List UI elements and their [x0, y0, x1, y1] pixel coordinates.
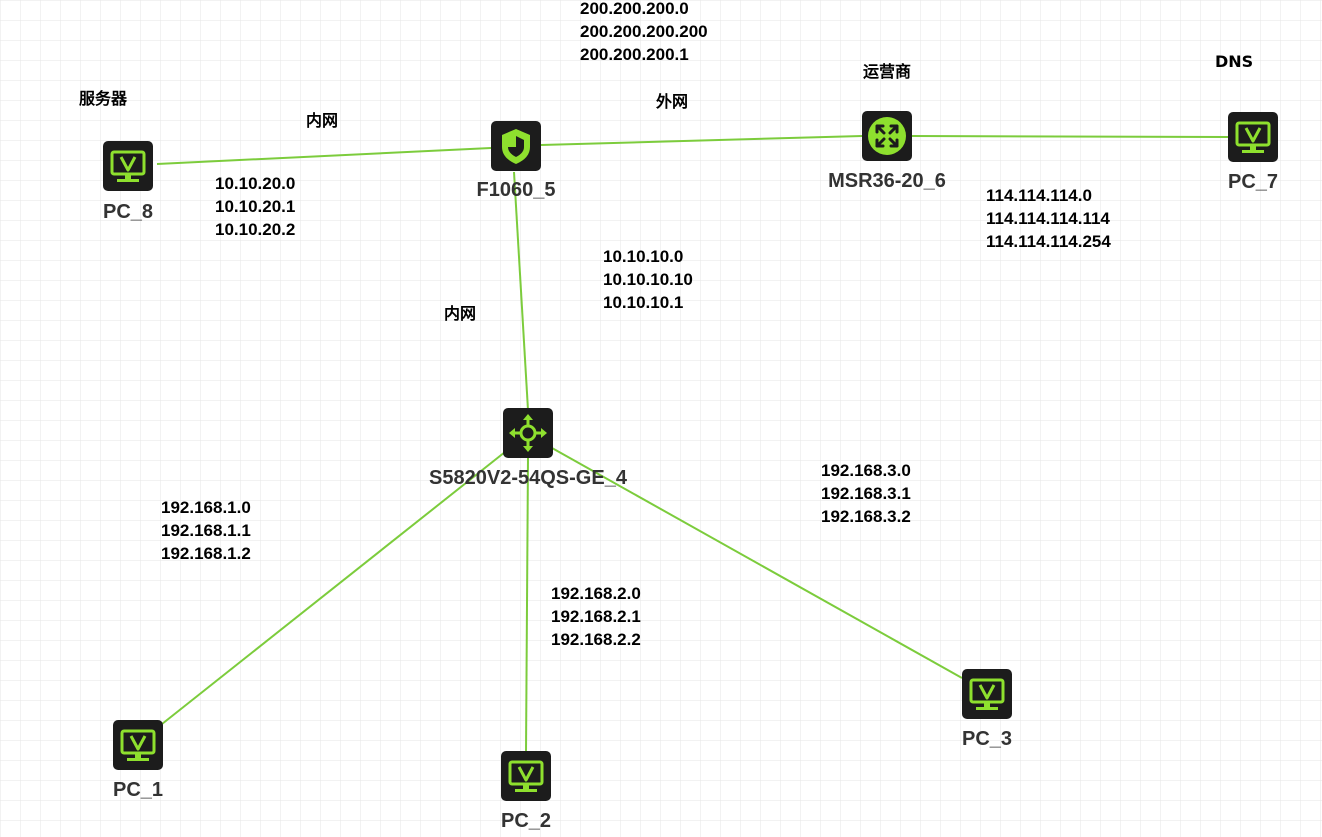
switch-arrows-icon: [509, 414, 547, 452]
ip-group-server-net: 10.10.20.0 10.10.20.1 10.10.20.2: [215, 174, 295, 239]
ip-vlan1-host: 192.168.1.2: [161, 544, 251, 563]
ip-vlan2-host: 192.168.2.2: [551, 630, 641, 649]
monitor-icon: [969, 678, 1005, 710]
device-pc1[interactable]: PC_1: [113, 720, 163, 801]
ip-group-vlan3: 192.168.3.0 192.168.3.1 192.168.3.2: [821, 461, 911, 526]
ip-server-gateway: 10.10.20.1: [215, 197, 295, 216]
device-pc2-label: PC_2: [501, 810, 551, 832]
ip-vlan3-network: 192.168.3.0: [821, 461, 911, 480]
device-router[interactable]: MSR36-20_6: [828, 111, 946, 192]
note-server: 服务器: [79, 89, 128, 108]
links-layer: [156, 135, 1229, 753]
ip-wan-host: 200.200.200.200: [580, 22, 708, 41]
ip-vlan2-gateway: 192.168.2.1: [551, 607, 641, 626]
ip-server-network: 10.10.20.0: [215, 174, 295, 193]
ip-core-network: 10.10.10.0: [603, 247, 683, 266]
device-pc8[interactable]: PC_8: [103, 141, 153, 223]
device-pc7-label: PC_7: [1228, 171, 1278, 193]
ip-vlan3-host: 192.168.3.2: [821, 507, 911, 526]
labels-layer: 服务器 内网 外网 运营商 DNS 内网 200.200.200.0 200.2…: [79, 0, 1253, 649]
note-dns: DNS: [1215, 52, 1253, 71]
monitor-icon: [1235, 121, 1271, 153]
ip-vlan1-gateway: 192.168.1.1: [161, 521, 251, 540]
link-switch-pc1[interactable]: [161, 451, 506, 725]
ip-group-core-net: 10.10.10.0 10.10.10.10 10.10.10.1: [603, 247, 693, 312]
note-intranet-top: 内网: [306, 111, 338, 130]
monitor-icon: [508, 760, 544, 792]
device-switch-label: S5820V2-54QS-GE_4: [429, 467, 628, 489]
ip-group-vlan2: 192.168.2.0 192.168.2.1 192.168.2.2: [551, 584, 641, 649]
device-firewall[interactable]: F1060_5: [477, 121, 556, 201]
ip-core-switch: 10.10.10.10: [603, 270, 693, 289]
monitor-icon: [110, 150, 146, 182]
device-pc3-label: PC_3: [962, 728, 1012, 750]
shield-icon: [502, 129, 530, 164]
monitor-icon: [120, 729, 156, 761]
device-pc1-label: PC_1: [113, 779, 163, 801]
link-switch-pc2[interactable]: [525, 456, 529, 753]
ip-dns-gateway: 114.114.114.254: [986, 232, 1111, 251]
device-pc3[interactable]: PC_3: [962, 669, 1012, 750]
note-isp: 运营商: [863, 62, 911, 81]
ip-core-firewall: 10.10.10.1: [603, 293, 683, 312]
ip-group-wan: 200.200.200.0 200.200.200.200 200.200.20…: [580, 0, 708, 64]
link-router-pc7[interactable]: [911, 135, 1229, 138]
router-arrows-icon: [868, 117, 906, 155]
ip-wan-gateway: 200.200.200.1: [580, 45, 689, 64]
link-firewall-switch[interactable]: [513, 171, 529, 411]
note-intranet-mid: 内网: [444, 304, 476, 323]
device-switch-tile: [503, 408, 553, 458]
device-pc8-label: PC_8: [103, 201, 153, 223]
device-pc2[interactable]: PC_2: [501, 751, 551, 832]
ip-dns-host: 114.114.114.114: [986, 209, 1110, 228]
device-router-label: MSR36-20_6: [828, 170, 946, 192]
device-pc7[interactable]: PC_7: [1228, 112, 1278, 193]
ip-group-dns-net: 114.114.114.0 114.114.114.114 114.114.11…: [986, 186, 1111, 251]
ip-dns-network: 114.114.114.0: [986, 186, 1092, 205]
ip-wan-network: 200.200.200.0: [580, 0, 689, 18]
ip-vlan3-gateway: 192.168.3.1: [821, 484, 911, 503]
device-firewall-label: F1060_5: [477, 179, 556, 201]
device-switch[interactable]: S5820V2-54QS-GE_4: [429, 408, 628, 489]
link-firewall-router[interactable]: [540, 135, 863, 146]
link-switch-pc3[interactable]: [551, 447, 963, 679]
note-extranet: 外网: [655, 92, 688, 111]
ip-vlan2-network: 192.168.2.0: [551, 584, 641, 603]
ip-group-vlan1: 192.168.1.0 192.168.1.1 192.168.1.2: [161, 498, 251, 563]
ip-server-host: 10.10.20.2: [215, 220, 295, 239]
ip-vlan1-network: 192.168.1.0: [161, 498, 251, 517]
link-pc8-firewall[interactable]: [156, 147, 492, 165]
